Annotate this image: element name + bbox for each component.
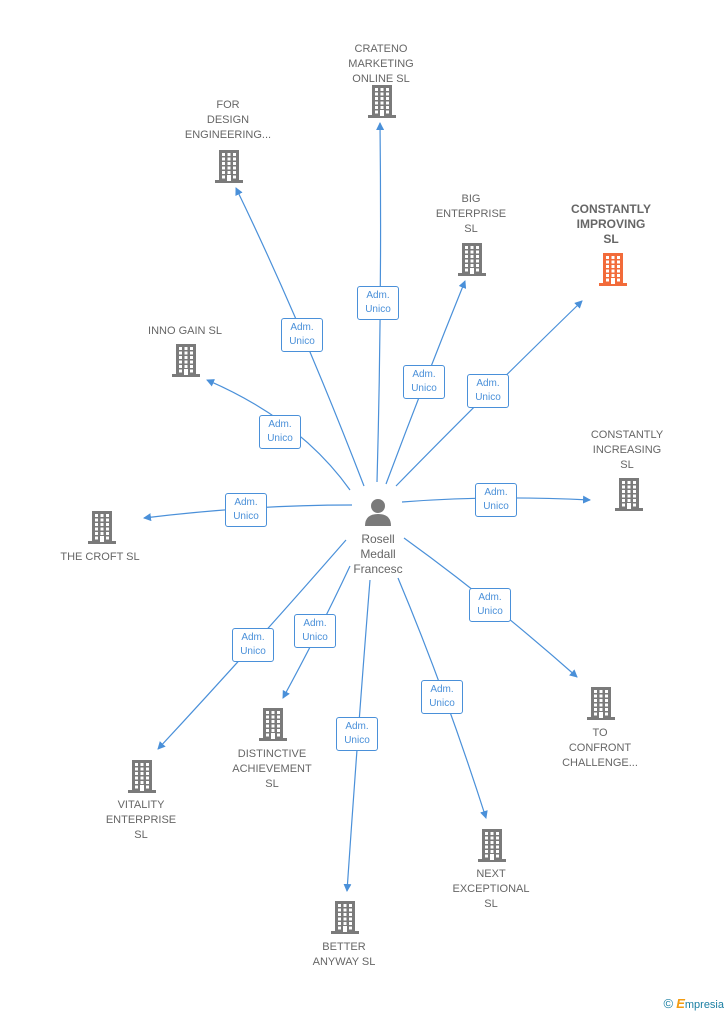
building-icon <box>587 687 615 720</box>
company-node-constantly-improving[interactable] <box>598 252 628 286</box>
building-icon <box>599 253 627 286</box>
building-icon <box>478 829 506 862</box>
company-node-to-confront[interactable] <box>586 686 616 720</box>
copyright-icon: © <box>663 996 674 1011</box>
building-icon <box>128 760 156 793</box>
company-node-inno-gain[interactable] <box>171 343 201 377</box>
building-icon <box>368 85 396 118</box>
company-node-constantly-increasing[interactable] <box>614 477 644 511</box>
edge-label-the-croft[interactable]: Adm. Unico <box>225 493 267 527</box>
building-icon <box>458 243 486 276</box>
company-node-next-exceptional[interactable] <box>477 828 507 862</box>
company-label-next-exceptional[interactable]: NEXT EXCEPTIONAL SL <box>452 868 530 910</box>
edge-label-constantly-improving[interactable]: Adm. Unico <box>467 374 509 408</box>
company-label-inno-gain[interactable]: INNO GAIN SL <box>148 325 222 337</box>
edge-label-to-confront[interactable]: Adm. Unico <box>469 588 511 622</box>
building-icon <box>172 344 200 377</box>
company-label-to-confront[interactable]: TO CONFRONT CHALLENGE... <box>562 727 638 769</box>
company-node-better-anyway[interactable] <box>330 900 360 934</box>
company-label-crateno[interactable]: CRATENO MARKETING ONLINE SL <box>348 43 414 85</box>
building-icon <box>88 511 116 544</box>
person-icon <box>365 499 391 526</box>
footer-brand: © Empresia <box>664 996 724 1011</box>
company-label-vitality[interactable]: VITALITY ENTERPRISE SL <box>105 799 177 841</box>
building-icon <box>615 478 643 511</box>
company-node-the-croft[interactable] <box>87 510 117 544</box>
edge-label-constantly-increasing[interactable]: Adm. Unico <box>475 483 517 517</box>
company-label-better-anyway[interactable]: BETTER ANYWAY SL <box>312 941 376 968</box>
company-label-the-croft[interactable]: THE CROFT SL <box>60 551 140 563</box>
edge-label-big-enterprise[interactable]: Adm. Unico <box>403 365 445 399</box>
company-label-constantly-increasing[interactable]: CONSTANTLY INCREASING SL <box>590 429 664 471</box>
edge-label-inno-gain[interactable]: Adm. Unico <box>259 415 301 449</box>
center-person[interactable] <box>362 496 394 528</box>
brand-initial: E <box>676 996 685 1011</box>
company-label-big-enterprise[interactable]: BIG ENTERPRISE SL <box>435 193 507 235</box>
company-label-constantly-improving[interactable]: CONSTANTLY IMPROVING SL <box>570 202 651 246</box>
building-icon <box>331 901 359 934</box>
company-node-distinctive[interactable] <box>258 707 288 741</box>
center-person-label: Rosell Medall Francesc <box>353 532 403 576</box>
building-icon <box>215 150 243 183</box>
edge-label-crateno[interactable]: Adm. Unico <box>357 286 399 320</box>
edge-label-for-design[interactable]: Adm. Unico <box>281 318 323 352</box>
company-node-crateno[interactable] <box>367 84 397 118</box>
company-node-vitality[interactable] <box>127 759 157 793</box>
brand-name: mpresia <box>684 999 724 1011</box>
company-node-big-enterprise[interactable] <box>457 242 487 276</box>
building-icon <box>259 708 287 741</box>
company-node-for-design[interactable] <box>214 149 244 183</box>
company-label-for-design[interactable]: FOR DESIGN ENGINEERING... <box>184 99 272 141</box>
edge-label-next-exceptional[interactable]: Adm. Unico <box>421 680 463 714</box>
edge-label-distinctive[interactable]: Adm. Unico <box>294 614 336 648</box>
edge-label-better-anyway[interactable]: Adm. Unico <box>336 717 378 751</box>
edge-label-vitality[interactable]: Adm. Unico <box>232 628 274 662</box>
company-label-distinctive[interactable]: DISTINCTIVE ACHIEVEMENT SL <box>232 748 312 790</box>
